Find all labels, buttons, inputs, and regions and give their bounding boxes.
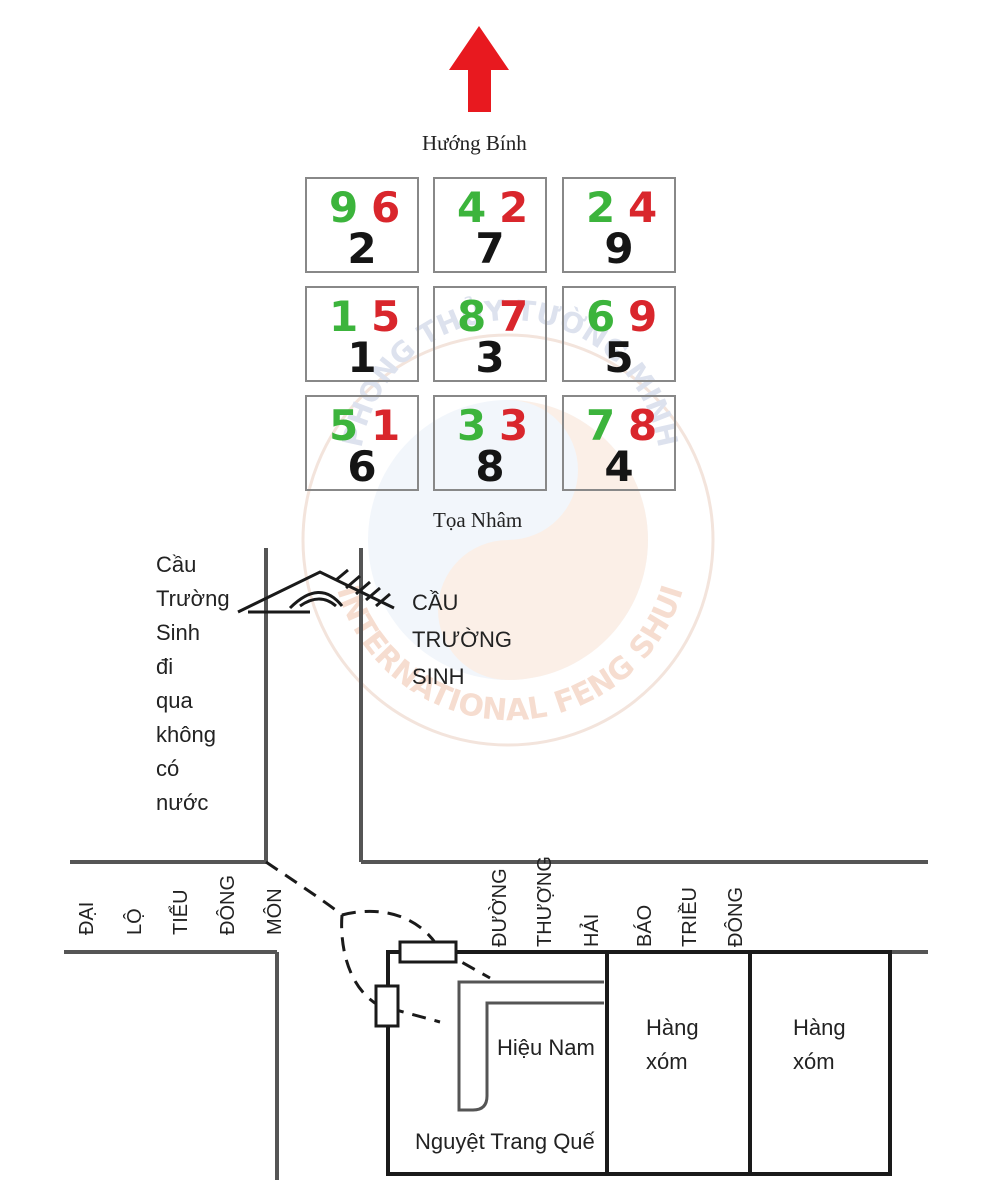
watermark-ring xyxy=(301,333,715,747)
shop-name: Hiệu Nam xyxy=(497,1035,595,1060)
shop-counter xyxy=(457,980,604,1112)
period-star: 3 xyxy=(475,333,505,382)
mountain-star: 1 xyxy=(329,292,359,341)
watermark-yinyang-peach xyxy=(438,400,648,680)
path-dashed xyxy=(265,860,491,1024)
grid-cell: 4 2 7 xyxy=(433,177,547,273)
site-boundary xyxy=(386,950,892,1176)
mountain-star: 9 xyxy=(329,183,359,232)
period-star: 7 xyxy=(475,224,505,273)
water-star: 9 xyxy=(628,292,658,341)
bridge-note: Cầu Trường Sinh đi qua không có nước xyxy=(156,552,230,815)
grid-cell: 9 6 2 xyxy=(305,177,419,273)
neighbor-2: Hàng xóm xyxy=(793,1015,846,1074)
water-star: 8 xyxy=(628,401,658,450)
grid-cell: 6 9 5 xyxy=(562,286,676,382)
water-star: 5 xyxy=(371,292,401,341)
water-star: 6 xyxy=(371,183,401,232)
door-icon xyxy=(398,940,458,964)
period-star: 4 xyxy=(604,442,634,491)
grid-cell: 2 4 9 xyxy=(562,177,676,273)
water-star: 7 xyxy=(499,292,529,341)
bridge-icon xyxy=(237,568,395,614)
grid-cell: 8 7 3 xyxy=(433,286,547,382)
neighbor-1: Hàng xóm xyxy=(646,1015,699,1074)
water-star: 2 xyxy=(499,183,529,232)
grid-cell: 5 1 6 xyxy=(305,395,419,491)
sitting-label: Tọa Nhâm xyxy=(433,508,523,532)
period-star: 2 xyxy=(347,224,377,273)
mountain-star: 4 xyxy=(457,183,487,232)
water-star: 1 xyxy=(371,401,401,450)
period-star: 6 xyxy=(347,442,377,491)
mountain-star: 2 xyxy=(586,183,616,232)
shop-name-2: Nguyệt Trang Quế xyxy=(415,1129,595,1154)
grid-cell: 3 3 8 xyxy=(433,395,547,491)
period-star: 5 xyxy=(604,333,634,382)
door-icon xyxy=(374,984,400,1028)
period-star: 8 xyxy=(475,442,505,491)
mountain-star: 3 xyxy=(457,401,487,450)
mountain-star: 5 xyxy=(329,401,359,450)
water-star: 4 xyxy=(628,183,658,232)
period-star: 9 xyxy=(604,224,634,273)
bridge-label: CẦU TRƯỜNG SINH xyxy=(412,590,512,689)
mountain-star: 7 xyxy=(586,401,616,450)
mountain-star: 6 xyxy=(586,292,616,341)
facing-label: Hướng Bính xyxy=(422,131,527,155)
grid-cell: 1 5 1 xyxy=(305,286,419,382)
water-star: 3 xyxy=(499,401,529,450)
mountain-star: 8 xyxy=(457,292,487,341)
period-star: 1 xyxy=(347,333,377,382)
grid-cell: 7 8 4 xyxy=(562,395,676,491)
